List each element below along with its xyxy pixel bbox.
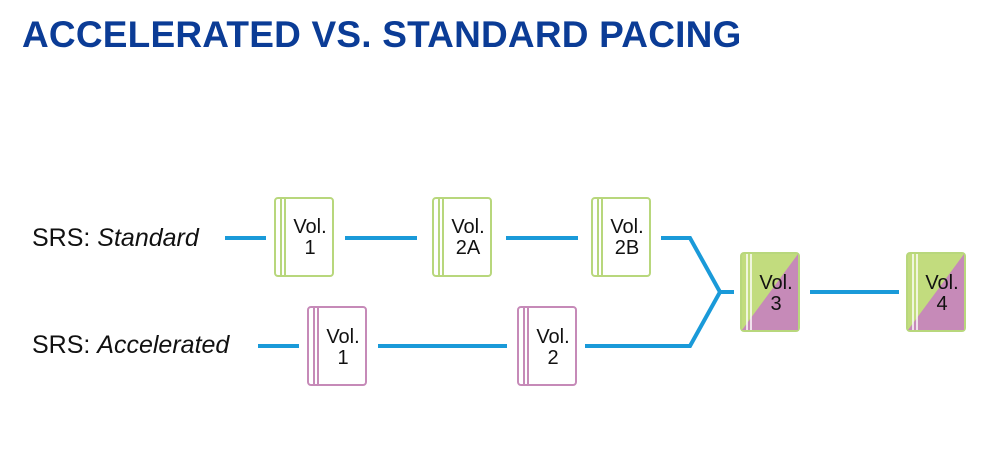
connector-std-vol2b-merge (661, 236, 722, 293)
book-acc-vol2-line2: 2 (547, 347, 559, 369)
book-vol4-label: Vol. 4 (919, 273, 965, 315)
book-vol3-label: Vol. 3 (753, 273, 799, 315)
book-vol4-line1: Vol. (925, 272, 959, 294)
book-std-vol2a (432, 197, 492, 277)
book-std-vol2b-line1: Vol. (610, 216, 644, 238)
book-std-vol2a-line2: 2A (455, 237, 481, 259)
book-vol3 (740, 252, 800, 332)
connector-acc-vol2-merge (585, 291, 722, 348)
book-vol3-line2: 3 (770, 293, 782, 315)
book-acc-vol2-label: Vol. 2 (530, 327, 576, 369)
accelerated-track-mode: Accelerated (97, 331, 230, 359)
book-std-vol1-label: Vol. 1 (287, 217, 333, 259)
accelerated-track-label: SRS: Accelerated (32, 331, 229, 360)
book-acc-vol1-line2: 1 (337, 347, 349, 369)
book-std-vol2a-line1: Vol. (451, 216, 485, 238)
book-std-vol1-line2: 1 (304, 237, 316, 259)
book-vol3-line1: Vol. (759, 272, 793, 294)
book-vol4 (906, 252, 966, 332)
book-acc-vol2-line1: Vol. (536, 326, 570, 348)
book-acc-vol1-line1: Vol. (326, 326, 360, 348)
book-std-vol2b (591, 197, 651, 277)
standard-track-prefix: SRS: (32, 224, 98, 252)
standard-track-mode: Standard (97, 224, 199, 252)
book-std-vol1 (274, 197, 334, 277)
standard-track-label: SRS: Standard (32, 224, 199, 253)
accelerated-track-prefix: SRS: (32, 331, 98, 359)
standard-connectors (225, 236, 722, 293)
book-std-vol2b-label: Vol. 2B (604, 217, 650, 259)
book-vol4-line2: 4 (936, 293, 948, 315)
book-acc-vol1 (307, 306, 367, 386)
book-std-vol1-line1: Vol. (293, 216, 327, 238)
book-acc-vol2 (517, 306, 577, 386)
book-std-vol2b-line2: 2B (614, 237, 640, 259)
book-acc-vol1-label: Vol. 1 (320, 327, 366, 369)
page-title: ACCELERATED VS. STANDARD PACING (22, 14, 742, 55)
book-std-vol2a-label: Vol. 2A (445, 217, 491, 259)
accelerated-connectors (258, 291, 722, 348)
